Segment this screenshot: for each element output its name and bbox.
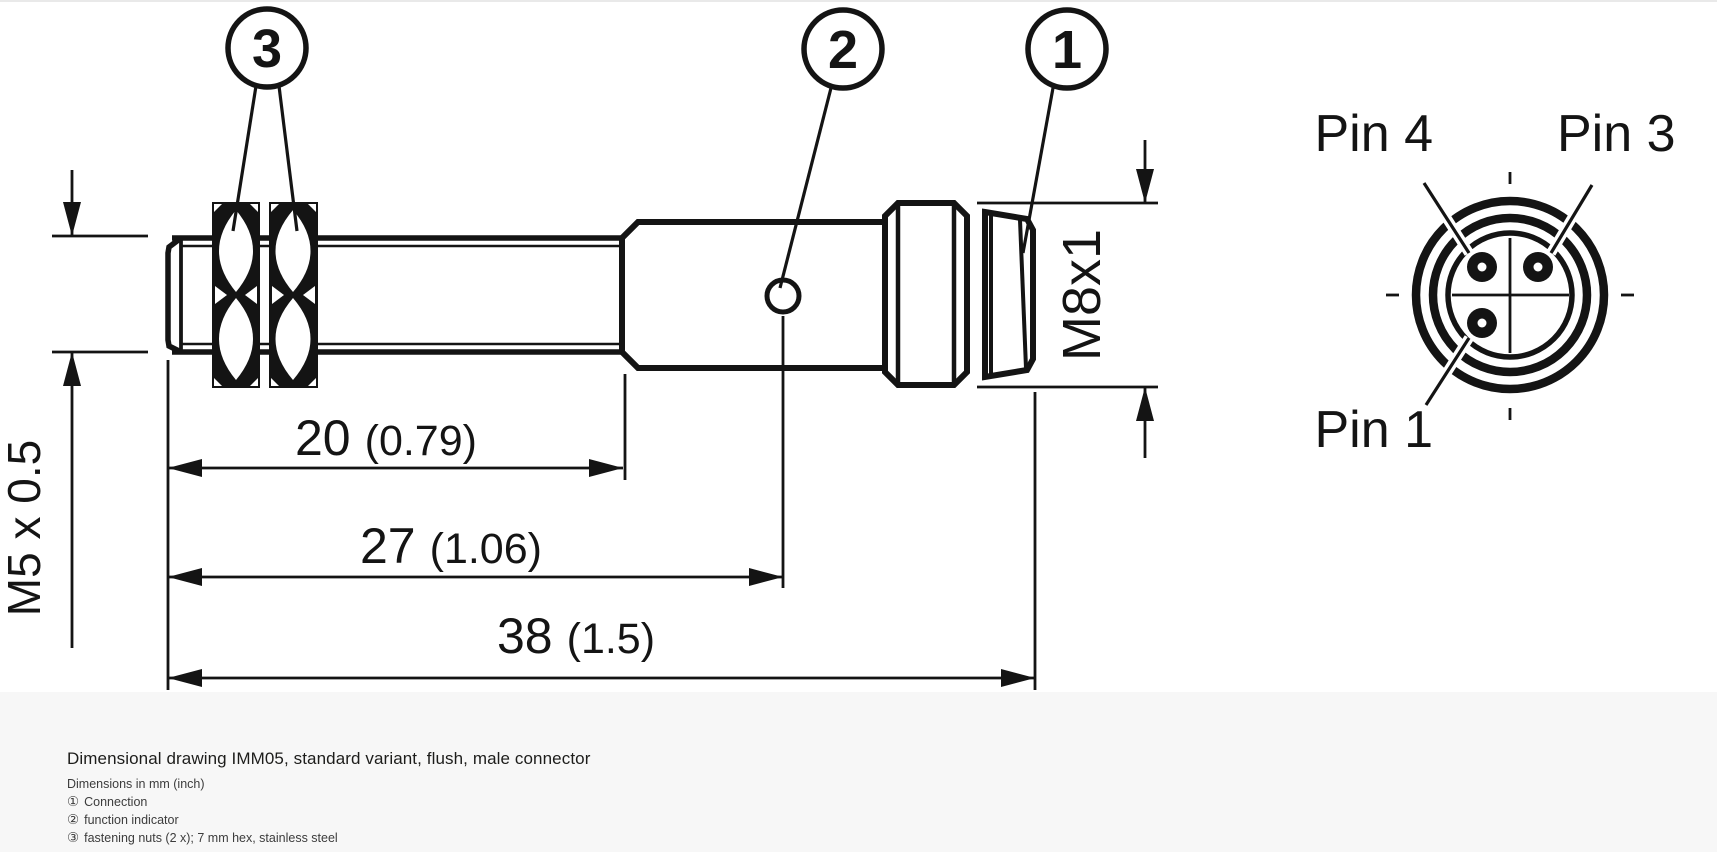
- svg-text:38(1.5): 38 (1.5): [497, 608, 655, 664]
- pin-leader-lines: [1419, 180, 1597, 408]
- balloon-3-number: 3: [252, 19, 282, 79]
- callout-fastening-nuts: 3: [225, 6, 309, 232]
- connector-plug: [982, 208, 1036, 381]
- legend-marker-2: ②: [67, 812, 80, 827]
- svg-text:20(0.79): 20 (0.79): [295, 410, 477, 466]
- dimension-38: 38 (1.5): [168, 608, 1035, 687]
- extension-lines: [166, 316, 1037, 690]
- dimension-20: 20 (0.79): [168, 410, 623, 477]
- dim-20-mm: 20: [295, 410, 351, 466]
- legend-item-function-indicator: ② function indicator: [67, 811, 1717, 829]
- sensor-sensing-face: [165, 235, 183, 355]
- dimension-27: 27 (1.06): [168, 518, 783, 586]
- connector-hex: [882, 200, 970, 388]
- legend-label-1: Connection: [84, 795, 148, 809]
- svg-text:27(1.06): 27 (1.06): [360, 518, 542, 574]
- balloon-2-number: 2: [828, 20, 858, 80]
- pinout-crosshair: [1386, 172, 1634, 420]
- dimension-connector-thread: M8x1: [977, 140, 1158, 458]
- pin-1-label: Pin 1: [1314, 401, 1433, 459]
- balloon-1-number: 1: [1052, 20, 1082, 80]
- connector-thread-label: M8x1: [1052, 229, 1112, 361]
- front-thread-label: M5 x 0.5: [0, 440, 50, 616]
- pinout-diagram: Pin 4 Pin 3 Pin 1: [1314, 105, 1675, 459]
- caption-band: Dimensional drawing IMM05, standard vari…: [0, 692, 1717, 852]
- legend-label-2: function indicator: [84, 813, 179, 827]
- dim-27-inch: (1.06): [430, 525, 542, 573]
- function-indicator-dot: [764, 277, 802, 315]
- legend-item-connection: ① Connection: [67, 793, 1717, 811]
- dim-20-inch: (0.79): [365, 417, 477, 465]
- callout-connection: 1: [1021, 7, 1109, 254]
- dimension-front-thread: M5 x 0.5: [0, 170, 148, 648]
- fastening-nut-1: [212, 202, 260, 388]
- dim-38-inch: (1.5): [567, 615, 655, 663]
- dim-38-mm: 38: [497, 608, 553, 664]
- pin-contacts: [1467, 252, 1553, 338]
- legend-item-fastening-nuts: ③ fastening nuts (2 x); 7 mm hex, stainle…: [67, 829, 1717, 847]
- legend-marker-3: ③: [67, 830, 80, 845]
- sensor-housing-barrel: [619, 219, 888, 371]
- pin-4-label: Pin 4: [1314, 105, 1433, 163]
- pin-3-label: Pin 3: [1557, 105, 1676, 163]
- units-note: Dimensions in mm (inch): [67, 777, 205, 791]
- dimensional-drawing-canvas: 3 2 1 M5 x 0.5: [0, 6, 1676, 690]
- drawing-area: 3 2 1 M5 x 0.5: [0, 6, 1676, 690]
- fastening-nut-2: [269, 202, 318, 388]
- callout-function-indicator: 2: [778, 7, 885, 289]
- dim-27-mm: 27: [360, 518, 416, 574]
- legend-marker-1: ①: [67, 794, 80, 809]
- figure-title: Dimensional drawing IMM05, standard vari…: [67, 749, 591, 768]
- top-divider-rule: [0, 0, 1717, 2]
- legend-label-3: fastening nuts (2 x); 7 mm hex, stainles…: [84, 831, 338, 845]
